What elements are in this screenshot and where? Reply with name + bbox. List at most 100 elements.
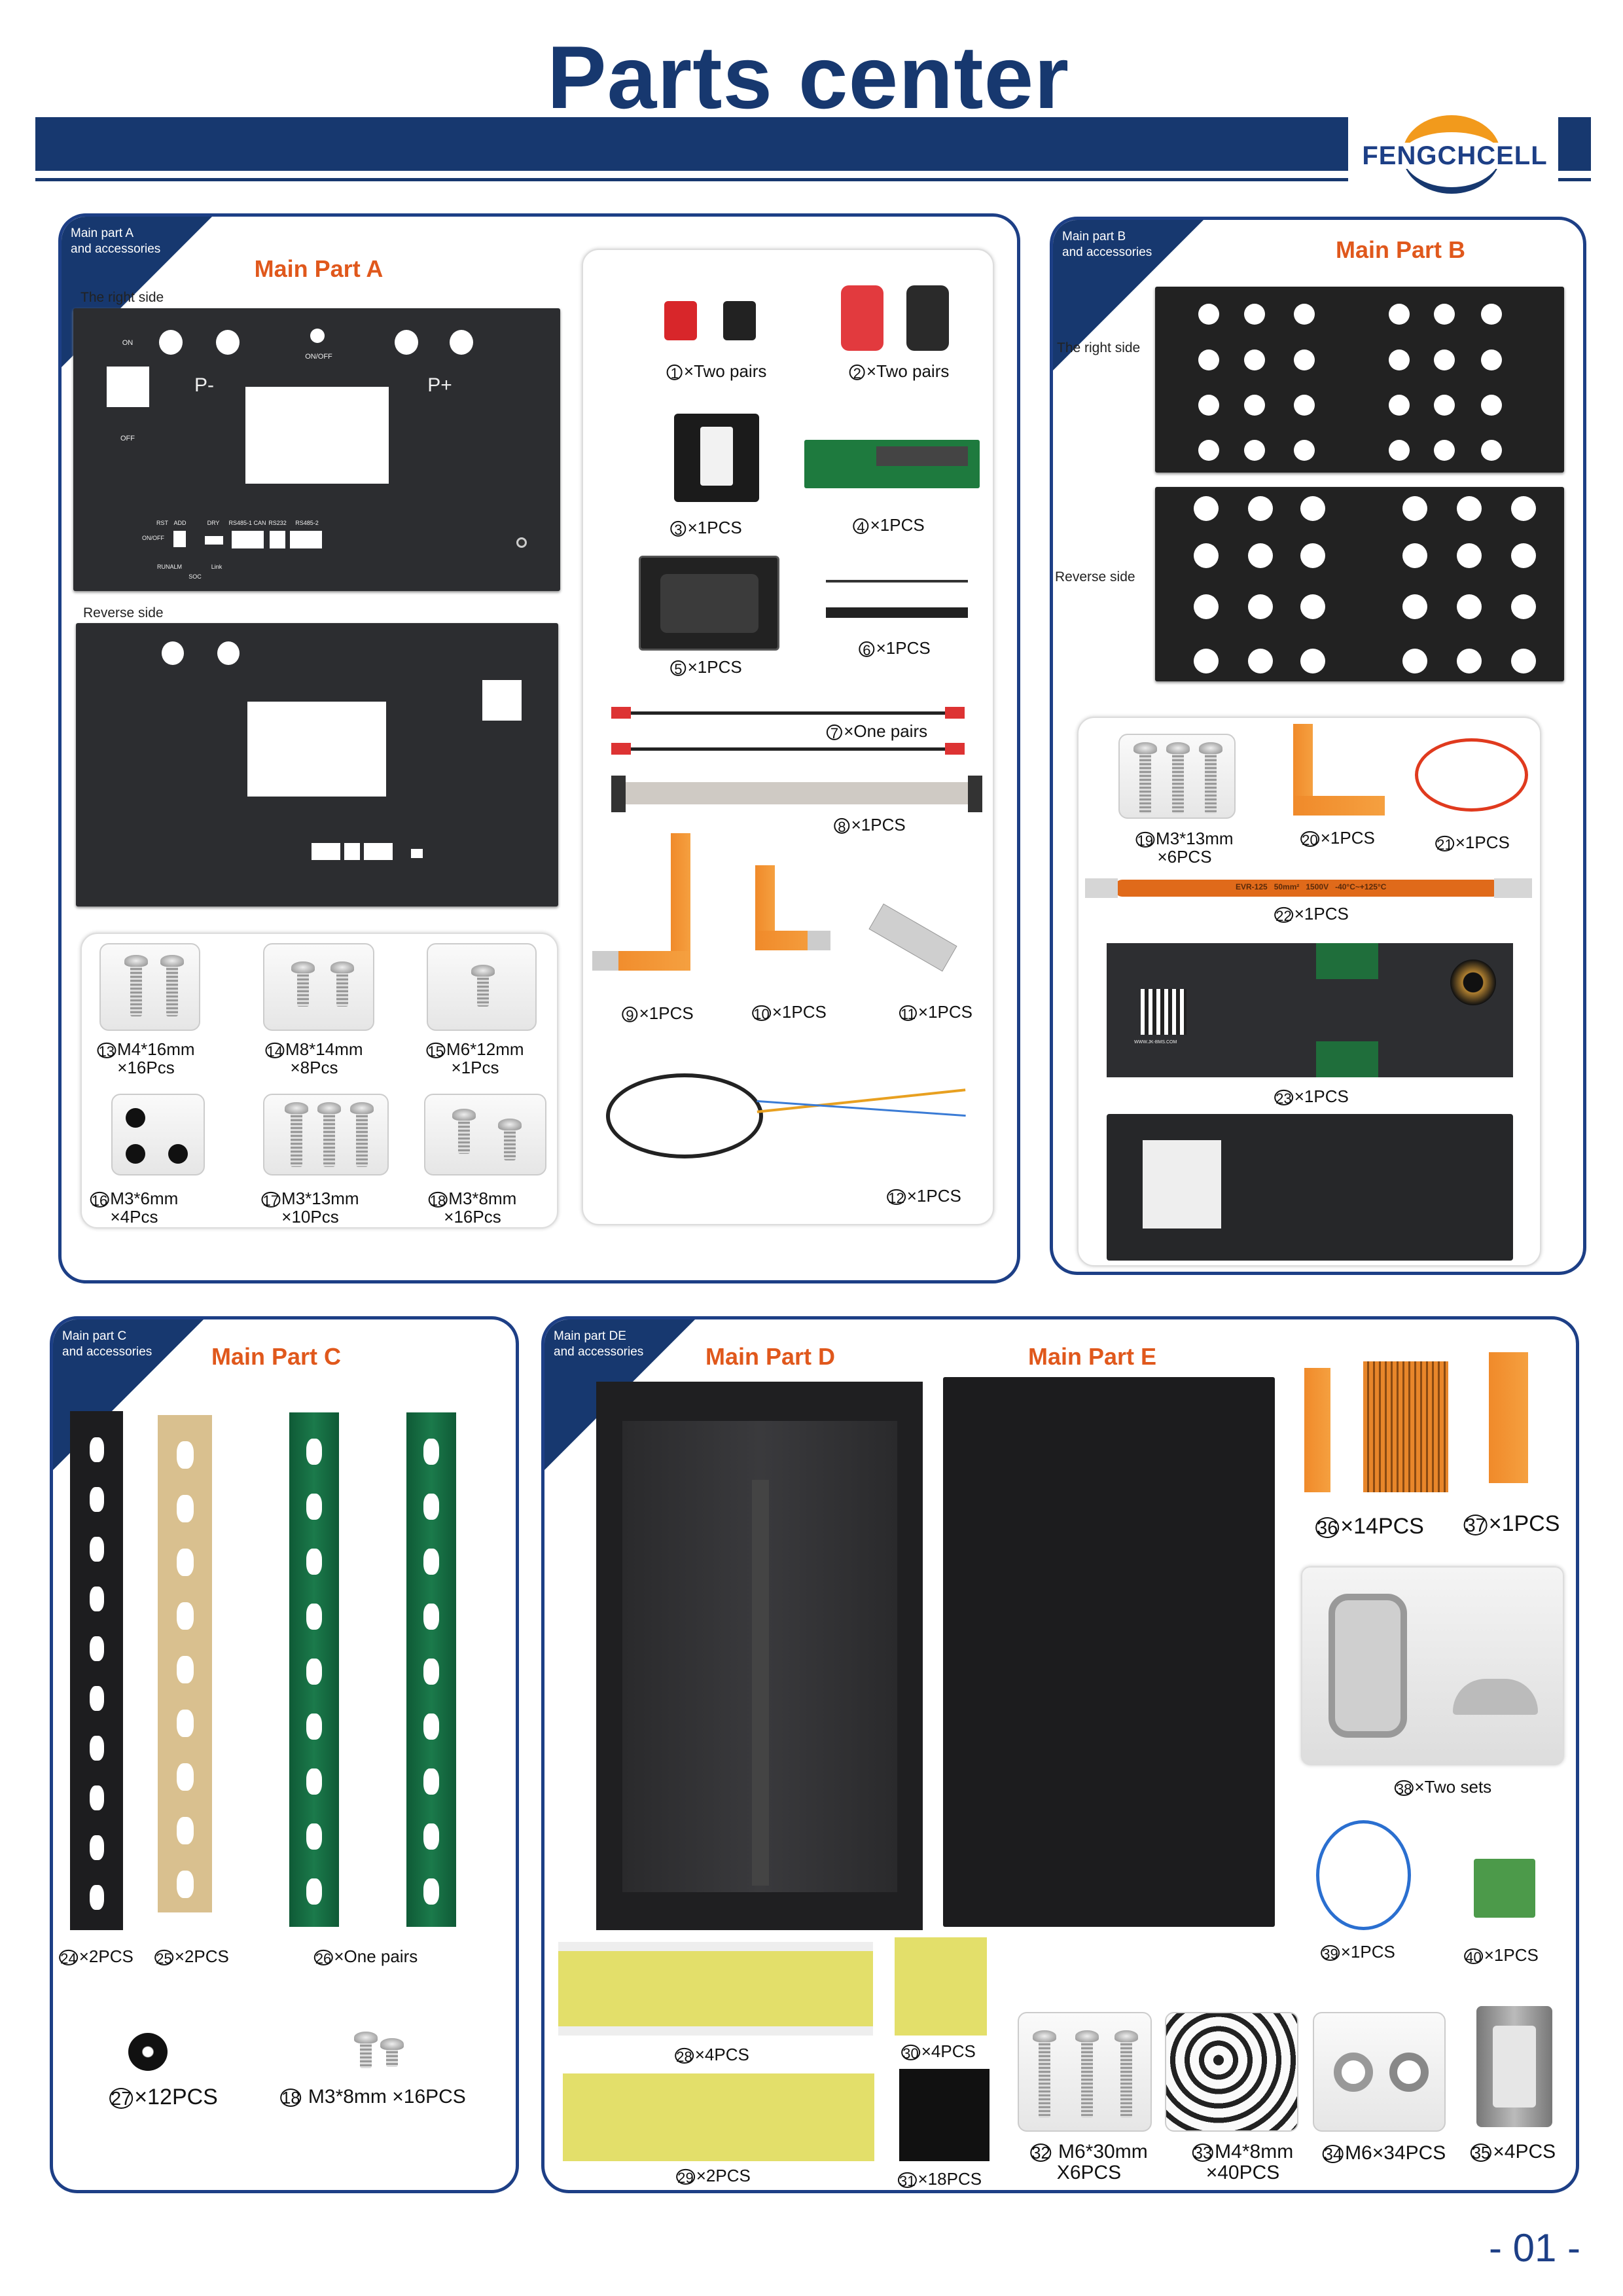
part-number-badge: 8 (834, 817, 850, 834)
plate-label: Link (211, 564, 223, 570)
slot (423, 1823, 439, 1850)
mount-hole (1294, 440, 1315, 461)
part-quantity: ×1PCS (1488, 1511, 1560, 1536)
connector-hole (216, 330, 240, 355)
slot (423, 1768, 439, 1795)
screw-image (1118, 734, 1236, 819)
part-number-badge: 21 (1435, 835, 1454, 853)
slot (306, 1768, 322, 1795)
part-quantity: M4*16mm (117, 1039, 195, 1059)
mount-hole (1457, 496, 1482, 521)
mount-hole (1244, 350, 1265, 370)
main-part-a-title: Main Part A (254, 255, 383, 282)
mount-hole (1434, 350, 1455, 370)
mount-hole (1248, 594, 1273, 619)
ribbon-line: Main part C (62, 1329, 127, 1343)
mount-hole (1294, 350, 1315, 370)
part-label: 28×4PCS (675, 2045, 749, 2064)
port-cutout (173, 531, 186, 547)
mount-hole (1402, 543, 1427, 568)
insulation-pad-image (563, 2073, 874, 2161)
mount-hole (1481, 304, 1502, 325)
part-quantity: M6*30mm (1052, 2141, 1148, 2162)
main-part-b-title: Main Part B (1335, 236, 1466, 263)
slot (306, 1494, 322, 1520)
part-number-badge: 7 (826, 724, 843, 741)
part-number-badge: 35 (1470, 2144, 1492, 2163)
brand-name: FENGCHCELL (1360, 143, 1550, 169)
part-number-badge: 3 (670, 520, 687, 537)
part-quantity: ×1PCS (906, 1185, 961, 1206)
washer-image (128, 2033, 168, 2071)
part-number-badge: 1 (666, 364, 683, 381)
part-quantity: ×1PCS (639, 1003, 694, 1023)
part-number-badge: 33 (1192, 2144, 1214, 2163)
part-quantity: ×1PCS (1294, 1086, 1349, 1106)
part-quantity: ×Two sets (1414, 1776, 1492, 1797)
part-number-badge: 25 (154, 1949, 173, 1967)
part-quantity-line2: ×8Pcs (290, 1058, 338, 1078)
part-number-badge: 5 (670, 660, 687, 677)
part-label: 21×1PCS (1435, 833, 1510, 852)
mount-hole (1194, 543, 1219, 568)
mount-hole (1194, 496, 1219, 521)
part-number-badge: 37 (1463, 1515, 1488, 1537)
main-part-c-title: Main Part C (211, 1343, 342, 1370)
slot (423, 1549, 439, 1575)
part-label: 4×1PCS (853, 516, 925, 535)
mount-hole (1402, 594, 1427, 619)
ground-screw-icon (516, 537, 527, 548)
slot (176, 1871, 194, 1898)
part-label: 35×4PCS (1470, 2142, 1556, 2163)
mount-hole (1244, 304, 1265, 325)
part-number-badge: 12 (887, 1189, 906, 1206)
slot (306, 1823, 322, 1850)
part-label: 6×1PCS (859, 639, 931, 658)
mount-hole (1198, 350, 1219, 370)
part-number-badge: 14 (265, 1042, 285, 1060)
bms-url: WWW.JK-BMS.COM (1134, 1040, 1177, 1045)
part-number-badge: 40 (1464, 1948, 1483, 1965)
mount-hole (1194, 594, 1219, 619)
mount-hole (1389, 440, 1410, 461)
mount-hole (1294, 304, 1315, 325)
screw-image (263, 1094, 389, 1175)
slot (89, 1587, 104, 1611)
slot (89, 1835, 104, 1860)
plate-label: P+ (427, 374, 452, 396)
slot (89, 1736, 104, 1761)
part-quantity: M4*8mm (1215, 2141, 1294, 2162)
insulation-pad-image (558, 1942, 873, 2036)
reverse-side-label: Reverse side (83, 605, 164, 620)
screw-image (1018, 2012, 1152, 2132)
side-plate-rear (1155, 487, 1564, 681)
part-quantity: ×4PCS (921, 2041, 976, 2061)
mount-hole (1198, 304, 1219, 325)
slot (176, 1710, 194, 1737)
mount-hole (1402, 649, 1427, 673)
part-label: 8×1PCS (834, 816, 906, 834)
breaker-cutout (107, 367, 149, 407)
part-quantity: ×2PCS (696, 2165, 751, 2185)
terminal-block-image (1474, 1859, 1535, 1918)
part-number-badge: 26 (313, 1949, 333, 1967)
part-quantity: ×One pairs (844, 721, 928, 741)
plate-label: SOC (188, 573, 202, 580)
mount-hole (1511, 594, 1536, 619)
mount-hole (1434, 440, 1455, 461)
plate-label: RST (156, 520, 168, 526)
part-quantity: ×1PCS (1320, 827, 1375, 848)
mount-hole (1434, 304, 1455, 325)
page-number: - 01 - (1489, 2226, 1581, 2270)
part-number-badge: 18 (280, 2089, 302, 2108)
part-label: 5×1PCS (670, 658, 742, 677)
slot (306, 1878, 322, 1905)
part-number-badge: 32 (1030, 2144, 1052, 2163)
port-cutout (205, 536, 223, 545)
part-label: 25×2PCS (154, 1947, 229, 1967)
busbar-image (1489, 1352, 1528, 1483)
ribbon-line: Main part A (71, 226, 134, 240)
